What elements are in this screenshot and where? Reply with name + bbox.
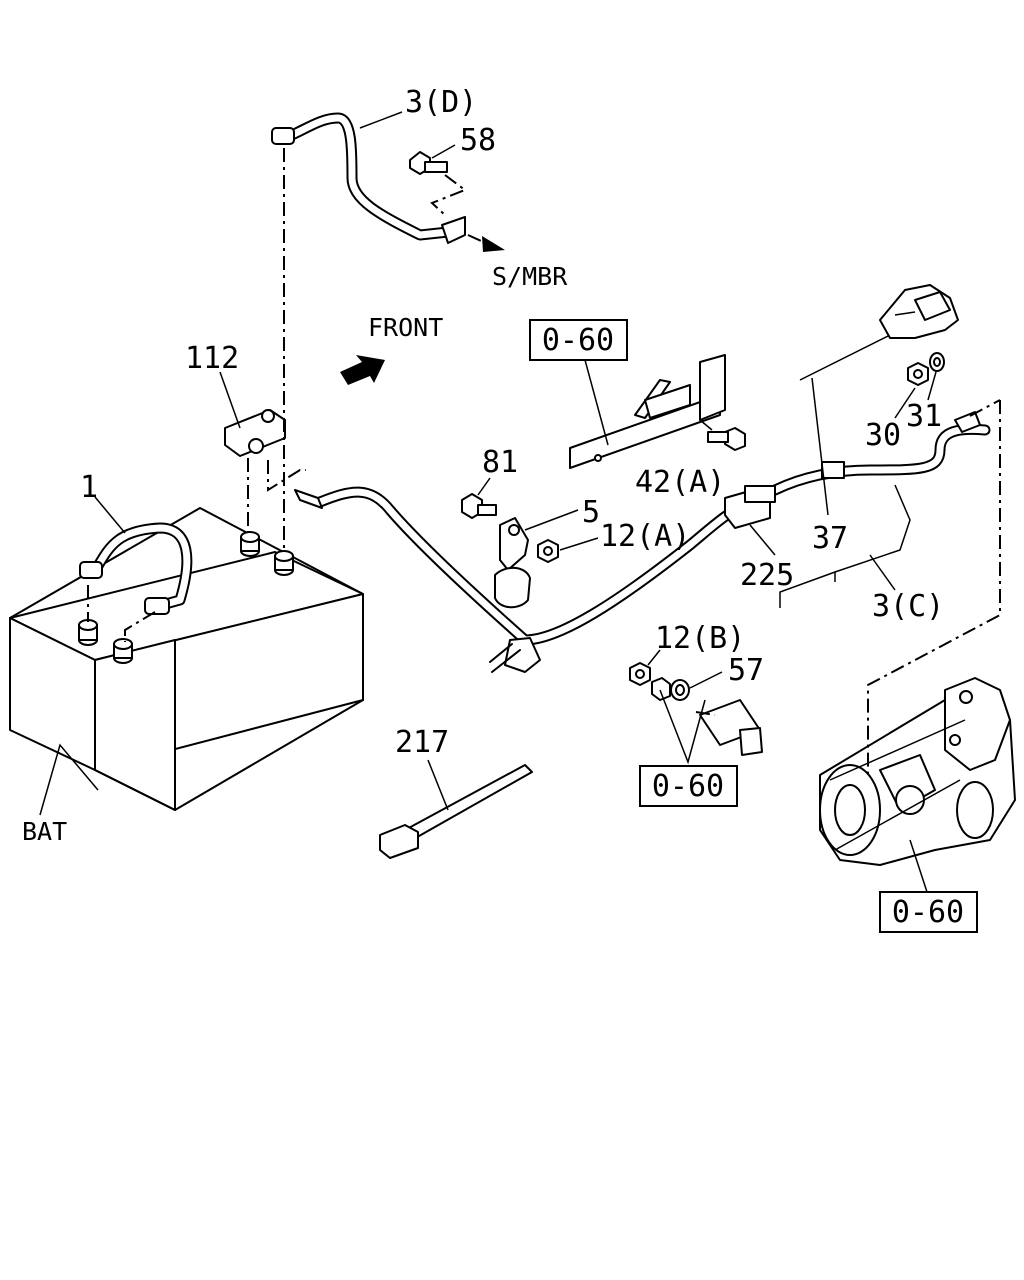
battery-terminal [78, 619, 98, 646]
battery-terminal [240, 531, 260, 557]
label-part-81: 81 [482, 445, 518, 480]
label-part-112: 112 [185, 341, 239, 376]
battery [9, 507, 364, 816]
connector-225 [724, 485, 776, 529]
callout-37 [799, 334, 891, 516]
label-part-31: 31 [906, 399, 942, 434]
label-part-1: 1 [80, 470, 98, 505]
front-arrow-icon [340, 355, 385, 385]
reference-box-mid: 0-60 [639, 765, 738, 807]
clamp-5 [494, 509, 579, 609]
cable-tie-217 [379, 759, 533, 859]
nut-12b [629, 649, 661, 686]
reference-label: 0-60 [542, 323, 614, 358]
label-part-3d: 3(D) [405, 85, 477, 120]
terminal-clamp-112 [219, 371, 306, 532]
label-s-mbr: S/MBR [492, 262, 568, 291]
bracket-mid [659, 689, 763, 765]
washer-57 [651, 671, 723, 701]
battery-terminal [274, 550, 294, 576]
label-part-42a: 42(A) [635, 465, 725, 500]
cable-3c [294, 411, 991, 673]
cable-3d [271, 111, 505, 548]
nut-12a [537, 537, 599, 563]
terminal-cover-37 [879, 284, 959, 339]
callout-3c-bracket [749, 484, 911, 608]
cable-1 [79, 496, 193, 642]
nut-30 [894, 362, 929, 419]
starter-motor [819, 399, 1016, 896]
label-part-57: 57 [728, 653, 764, 688]
label-front: FRONT [368, 313, 443, 342]
reference-label: 0-60 [892, 895, 964, 930]
reference-box-top: 0-60 [529, 319, 628, 361]
bracket-top [569, 354, 726, 469]
label-part-37: 37 [812, 521, 848, 556]
label-part-30: 30 [865, 418, 901, 453]
cable-clip [489, 637, 541, 673]
washer-31 [927, 352, 945, 401]
label-part-217: 217 [395, 725, 449, 760]
label-part-225: 225 [740, 558, 794, 593]
label-part-5: 5 [582, 495, 600, 530]
bolt-81 [461, 477, 497, 519]
bolt-58 [409, 151, 448, 175]
label-part-12b: 12(B) [655, 621, 745, 656]
battery-terminal [113, 638, 133, 664]
label-part-58: 58 [460, 123, 496, 158]
label-part-12a: 12(A) [600, 519, 690, 554]
label-part-3c: 3(C) [872, 589, 944, 624]
reference-label: 0-60 [652, 769, 724, 804]
label-bat: BAT [22, 817, 67, 846]
bolt-42a [699, 419, 746, 451]
reference-box-starter: 0-60 [879, 891, 978, 933]
